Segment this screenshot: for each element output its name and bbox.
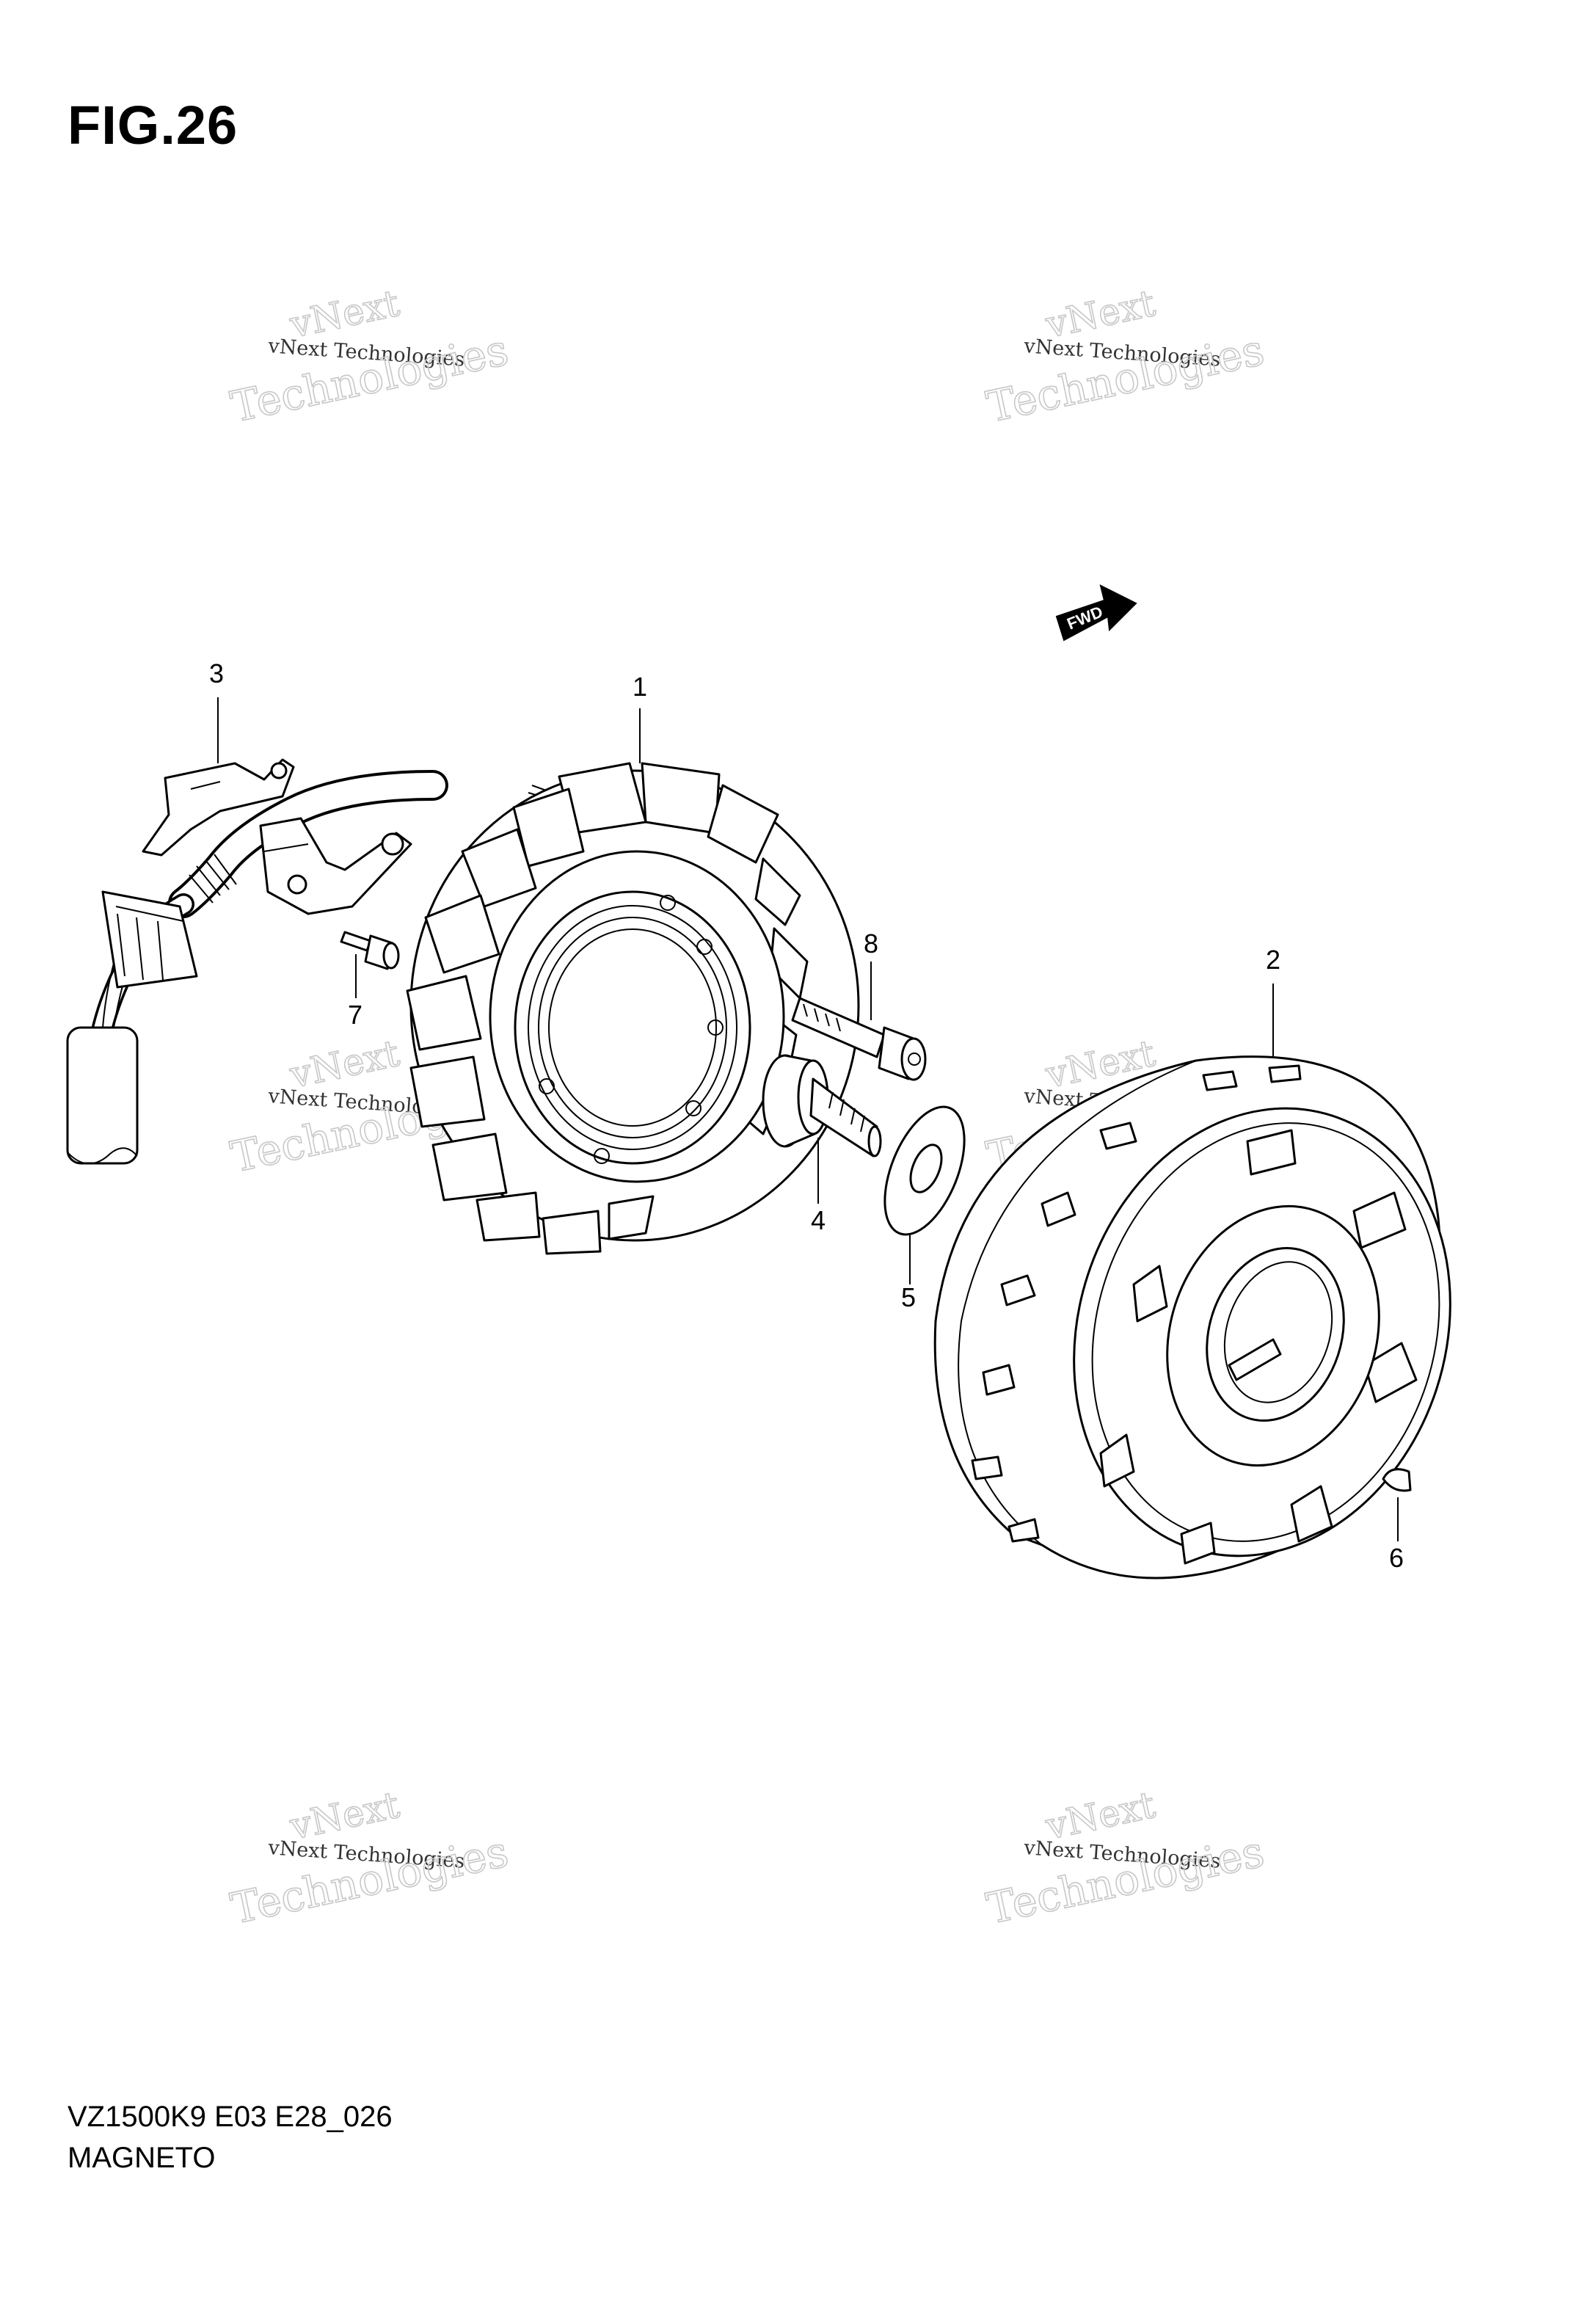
callout-6: 6 xyxy=(1389,1543,1404,1573)
figure-name: MAGNETO xyxy=(68,2142,216,2174)
watermark-bottom-left: vNext vNext Technologies Technologies xyxy=(226,1783,513,1934)
callout-5: 5 xyxy=(901,1282,916,1312)
key-part-6 xyxy=(1382,1468,1412,1492)
callout-4: 4 xyxy=(811,1205,826,1235)
watermark-top-right: vNext vNext Technologies Technologies xyxy=(982,281,1269,432)
screw-part-7 xyxy=(340,931,400,970)
leader-lines xyxy=(217,697,1399,1541)
callout-8: 8 xyxy=(864,928,878,959)
stator-coil-part-1 xyxy=(66,762,860,1255)
fwd-arrow-icon: FWD xyxy=(1055,584,1137,641)
callout-1: 1 xyxy=(633,672,647,702)
callout-3: 3 xyxy=(209,658,224,688)
callout-2: 2 xyxy=(1266,945,1280,975)
figure-code: VZ1500K9 E03 E28_026 xyxy=(68,2101,393,2133)
watermark-bottom-right: vNext vNext Technologies Technologies xyxy=(982,1783,1269,1934)
rotor-flywheel-part-2 xyxy=(933,1055,1451,1579)
bolt-part-8 xyxy=(791,997,927,1081)
callout-7: 7 xyxy=(348,1000,362,1030)
callouts: 1 2 3 4 5 6 7 8 xyxy=(209,658,1404,1573)
flange-bolt-part-4 xyxy=(762,1054,882,1157)
pickup-sensor xyxy=(259,817,412,915)
watermark-top-left: vNext vNext Technologies Technologies xyxy=(226,281,513,432)
cable-sheath xyxy=(66,1026,139,1165)
stator-coils xyxy=(406,762,809,1255)
wire-clamp-bracket-part-3 xyxy=(142,758,295,857)
washer-part-5 xyxy=(883,1105,966,1236)
figure-title: FIG.26 xyxy=(68,95,238,156)
wire-connector xyxy=(101,890,198,989)
